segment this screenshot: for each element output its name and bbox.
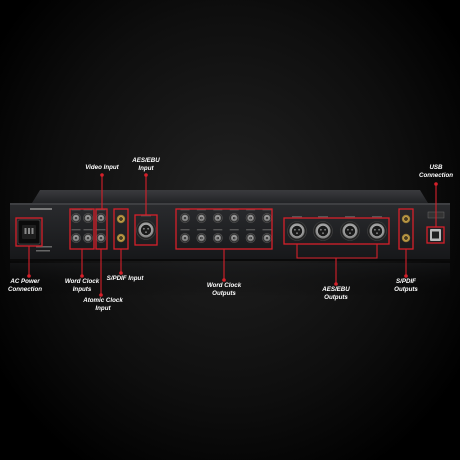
bnc-word-clock-output-10[interactable] — [229, 229, 240, 243]
callout-dot-4 — [27, 274, 31, 278]
callout-dot-1 — [100, 173, 104, 177]
bnc-word-clock-input-4[interactable] — [83, 229, 93, 243]
xlr-aes-ebu-output-2[interactable] — [313, 216, 333, 241]
ac-power-inlet[interactable] — [17, 219, 41, 245]
label-usb-connection: USB Connection — [418, 164, 454, 179]
xlr-aes-ebu-input[interactable] — [136, 215, 156, 240]
callout-dot-6 — [99, 293, 103, 297]
label-aes-ebu-outputs: AES/EBU Outputs — [322, 286, 350, 301]
rca-spdif-output-1[interactable] — [401, 214, 411, 224]
bnc-word-clock-input-1[interactable] — [71, 209, 81, 223]
connector-layer — [71, 209, 411, 243]
label-word-clock-inputs: Word Clock Inputs — [64, 278, 100, 293]
bnc-word-clock-output-1[interactable] — [180, 209, 190, 223]
floor-reflection — [10, 263, 450, 297]
bnc-word-clock-output-11[interactable] — [245, 229, 256, 243]
rca-spdif-output-2[interactable] — [401, 233, 411, 243]
callout-dot-9 — [334, 282, 338, 286]
callout-dot-10 — [404, 274, 408, 278]
label-atomic-clock-input: Atomic Clock Input — [83, 297, 123, 312]
xlr-aes-ebu-output-4[interactable] — [367, 216, 387, 241]
rca-spdif-input-1[interactable] — [116, 214, 126, 224]
bnc-atomic-clock-input[interactable] — [96, 229, 106, 243]
xlr-aes-ebu-output-1[interactable] — [287, 216, 307, 241]
bnc-video-input[interactable] — [96, 209, 106, 223]
bnc-word-clock-output-3[interactable] — [212, 209, 223, 223]
bnc-word-clock-output-5[interactable] — [245, 209, 256, 223]
callout-box-aes-ebu-outputs — [283, 217, 390, 245]
callout-dot-7 — [119, 271, 123, 275]
rca-spdif-input-2[interactable] — [116, 233, 126, 243]
label-word-clock-outputs: Word Clock Outputs — [206, 282, 242, 297]
bnc-word-clock-input-2[interactable] — [83, 209, 93, 223]
chassis-top — [32, 190, 428, 203]
callout-layer — [15, 173, 445, 297]
label-spdif-outputs: S/PDIF Outputs — [394, 278, 418, 293]
xlr-aes-ebu-output-3[interactable] — [340, 216, 360, 241]
callout-dot-2 — [144, 173, 148, 177]
callout-dot-8 — [222, 278, 226, 282]
bnc-word-clock-input-3[interactable] — [71, 229, 81, 243]
label-video-input: Video Input — [85, 164, 119, 171]
callout-dot-3 — [434, 182, 438, 186]
label-spdif-input: S/PDIF Input — [106, 275, 144, 282]
label-ac-power-connection: AC Power Connection — [7, 278, 43, 293]
label-aes-ebu-input: AES/EBU Input — [132, 157, 160, 172]
bnc-word-clock-output-4[interactable] — [229, 209, 240, 223]
bnc-word-clock-output-6[interactable] — [262, 209, 272, 223]
bnc-word-clock-output-8[interactable] — [196, 229, 207, 243]
leader-aes-ebu-outputs — [296, 244, 378, 259]
callout-dot-5 — [80, 274, 84, 278]
bnc-word-clock-output-9[interactable] — [212, 229, 223, 243]
bnc-word-clock-output-2[interactable] — [196, 209, 207, 223]
bnc-word-clock-output-7[interactable] — [180, 229, 190, 243]
